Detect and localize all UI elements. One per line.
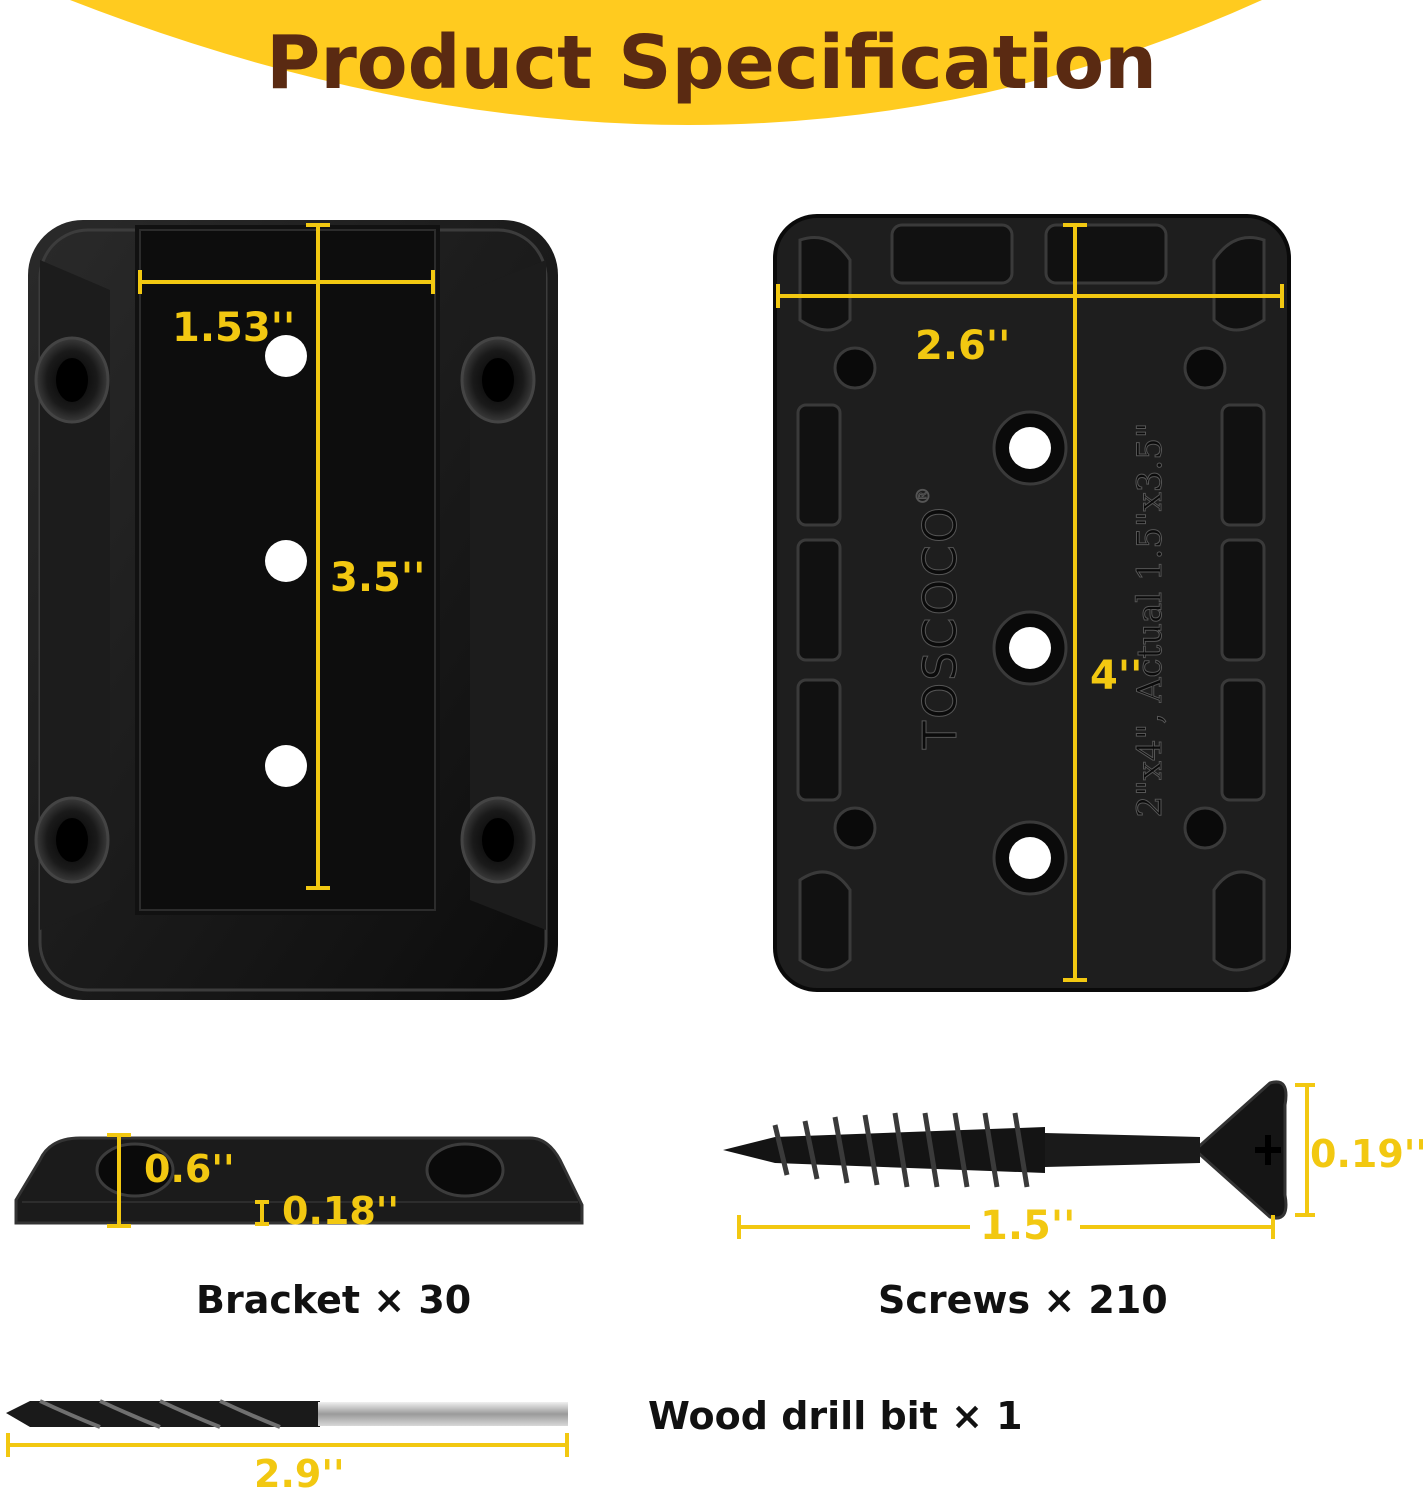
screw-dimension-lines — [737, 1083, 1315, 1239]
bracket-side-dimension-lines — [107, 1133, 269, 1228]
bracket-front-holes — [34, 335, 536, 884]
drill-bit-image — [6, 1399, 569, 1457]
bracket-back-width-label: 2.6'' — [915, 323, 1011, 369]
screw-head-label: 0.19'' — [1310, 1132, 1423, 1176]
bracket-back-size-text: 2"x4", Actual 1.5"x3.5" — [1130, 422, 1171, 818]
bracket-front-width-label: 1.53'' — [172, 305, 296, 351]
screw-image — [723, 1080, 1315, 1239]
bracket-caption: Bracket × 30 — [196, 1278, 472, 1322]
bracket-side-thickness-label: 0.6'' — [144, 1147, 235, 1191]
page-title: Product Specification — [266, 20, 1157, 106]
bracket-side-plate-label: 0.18'' — [282, 1189, 400, 1233]
bracket-back-dimension-lines — [776, 223, 1284, 982]
screws-caption: Screws × 210 — [878, 1278, 1168, 1322]
header-banner — [70, 0, 1262, 125]
bracket-back-height-label: 4'' — [1090, 653, 1143, 699]
bracket-front-height-label: 3.5'' — [330, 555, 426, 601]
screw-length-label: 1.5'' — [980, 1203, 1076, 1249]
drill-bit-dimension-lines — [6, 1433, 569, 1457]
bracket-front-image — [28, 220, 558, 1000]
bracket-back-holes — [833, 346, 1227, 896]
drill-bit-caption: Wood drill bit × 1 — [648, 1394, 1023, 1438]
drill-bit-length-label: 2.9'' — [254, 1452, 345, 1496]
bracket-side-image — [14, 1133, 584, 1228]
drill-flutes — [39, 1399, 281, 1429]
registered-mark: ® — [913, 484, 935, 505]
bracket-back-slots — [796, 223, 1266, 972]
brand-name: TOSCOCO — [913, 504, 968, 750]
bracket-back-brand: TOSCOCO® — [913, 467, 968, 767]
bracket-back-image — [773, 214, 1291, 992]
screw-threads — [772, 1112, 1030, 1188]
bracket-front-dimension-lines — [138, 223, 435, 890]
